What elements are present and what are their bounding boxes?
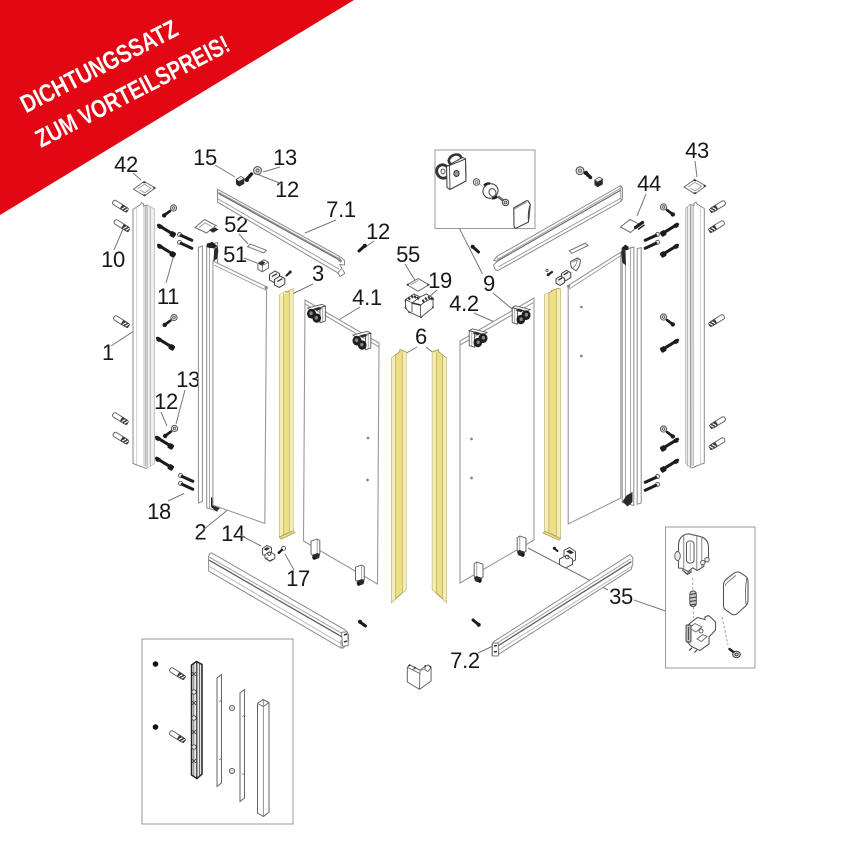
svg-text:43: 43 (685, 138, 709, 163)
svg-text:12: 12 (275, 177, 299, 202)
svg-text:42: 42 (114, 152, 138, 177)
svg-text:3: 3 (312, 261, 324, 286)
svg-text:4.1: 4.1 (352, 285, 382, 310)
svg-text:13: 13 (273, 145, 297, 170)
svg-text:17: 17 (286, 566, 310, 591)
svg-text:1: 1 (102, 340, 114, 365)
svg-text:7.1: 7.1 (326, 197, 356, 222)
svg-text:10: 10 (101, 247, 125, 272)
svg-text:7.2: 7.2 (450, 648, 480, 673)
svg-text:14: 14 (221, 521, 245, 546)
svg-text:13: 13 (176, 367, 200, 392)
svg-text:9: 9 (483, 271, 495, 296)
svg-text:44: 44 (637, 171, 661, 196)
svg-text:12: 12 (154, 389, 178, 414)
svg-text:55: 55 (396, 242, 420, 267)
svg-text:51: 51 (223, 242, 247, 267)
svg-text:2: 2 (195, 520, 207, 545)
svg-text:6: 6 (415, 324, 427, 349)
svg-text:11: 11 (157, 284, 179, 309)
svg-text:15: 15 (193, 145, 217, 170)
svg-text:19: 19 (428, 268, 452, 293)
svg-text:4.2: 4.2 (449, 291, 479, 316)
svg-text:18: 18 (147, 499, 171, 524)
svg-text:12: 12 (366, 219, 390, 244)
svg-text:35: 35 (609, 584, 633, 609)
